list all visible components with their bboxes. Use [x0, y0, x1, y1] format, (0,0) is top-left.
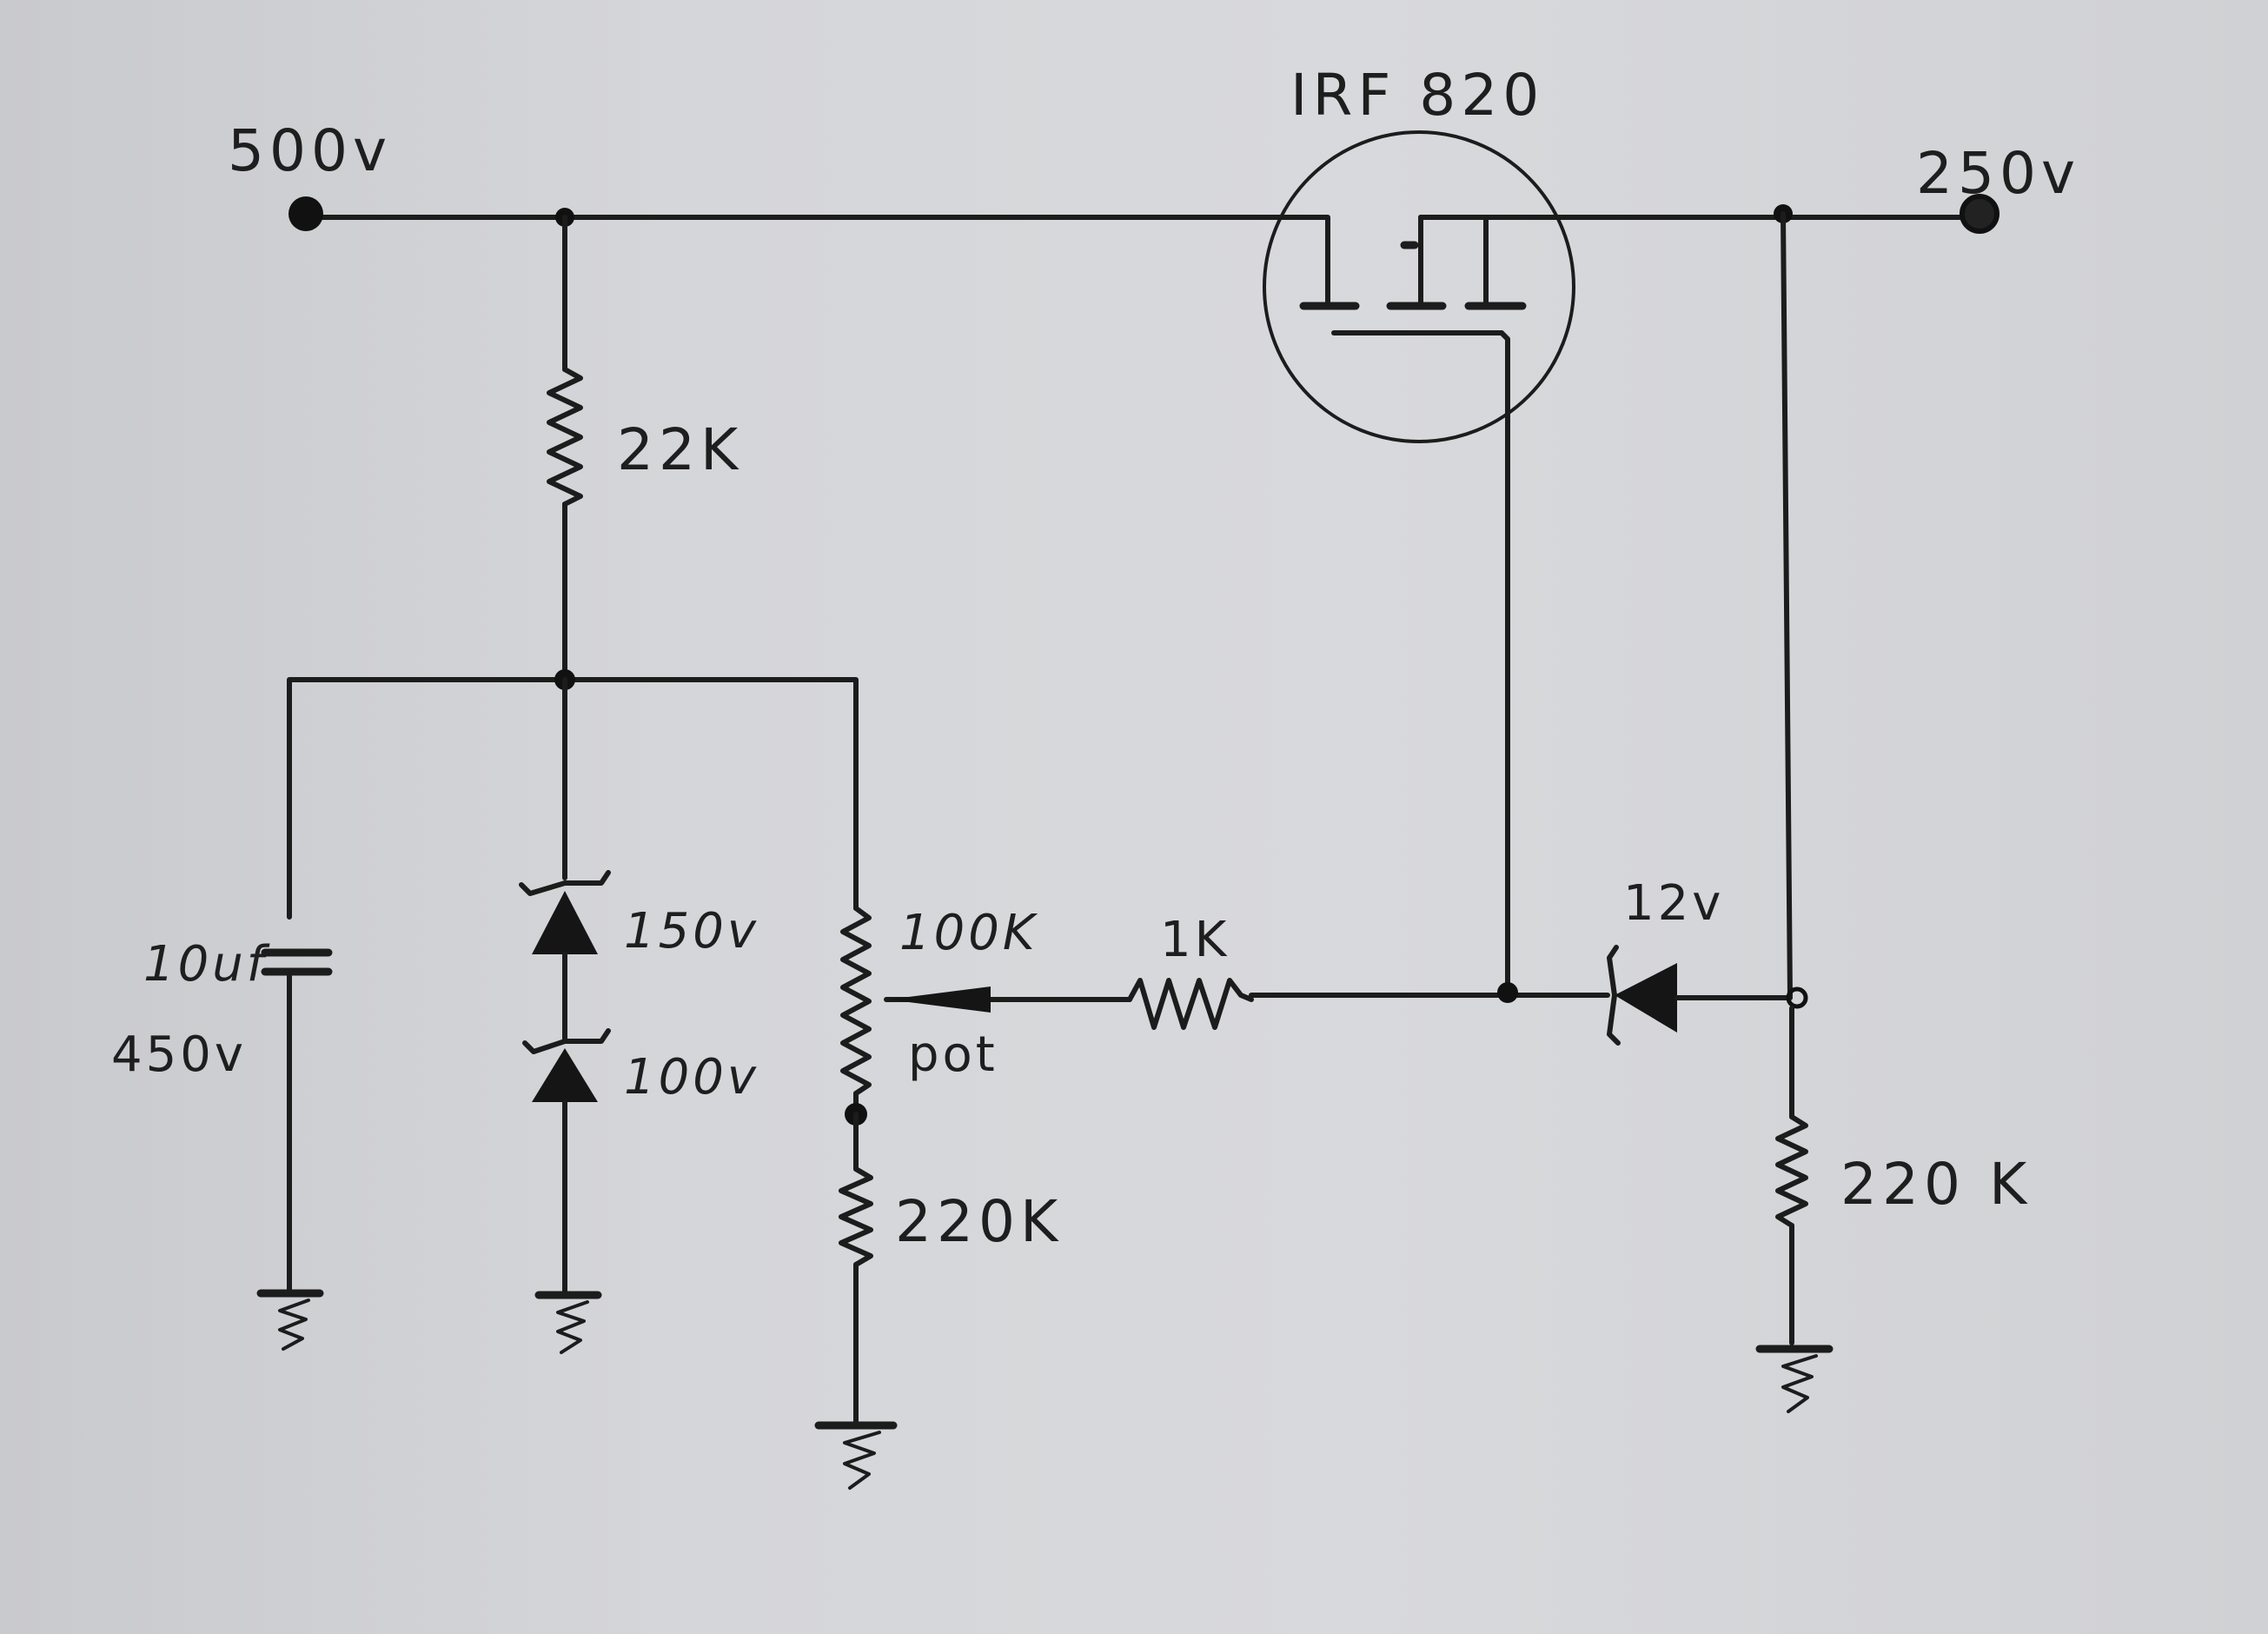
input-terminal-dot	[288, 196, 323, 231]
zener-100v-triangle	[532, 1048, 598, 1102]
zener-150v-label: 150v	[624, 903, 759, 960]
mosfet-body-circle	[1263, 130, 1575, 443]
resistor-220k-output-label: 220 K	[1840, 1151, 2032, 1218]
right-output-column	[1781, 211, 1808, 1119]
junction-right-node	[1786, 986, 1808, 1009]
zener-150v-bar	[519, 870, 611, 896]
zener-100v-bar	[522, 1028, 611, 1054]
potentiometer-100k: 100K pot	[840, 905, 1132, 1115]
resistor-220k-output: 220 K	[1775, 1114, 2032, 1345]
output-voltage-label: 250v	[1916, 140, 2080, 207]
zener-100v: 100v	[522, 1028, 759, 1106]
ground-capacitor	[256, 1289, 324, 1351]
capacitor-value-label: 10uf	[143, 936, 270, 993]
resistor-22k-zigzag	[547, 367, 583, 507]
ground-output	[1755, 1345, 1834, 1413]
input-terminal: 500v	[228, 117, 392, 231]
zener-12v-label: 12v	[1623, 875, 1724, 932]
mid-node-bar	[287, 669, 859, 920]
ground-pot	[814, 1421, 898, 1490]
resistor-220k-pot-label: 220K	[895, 1188, 1063, 1255]
resistor-220k-pot-zigzag	[839, 1166, 873, 1267]
resistor-220k-pot: 220K	[839, 1112, 1063, 1428]
resistor-220k-output-zigzag	[1775, 1114, 1808, 1228]
mosfet-body-lead	[1418, 215, 1489, 309]
pot-wiper-arrow	[888, 986, 991, 1013]
zener-100v-label: 100v	[624, 1049, 759, 1106]
zener-150v-triangle	[532, 891, 598, 954]
zener-12v: 12v	[1607, 875, 1793, 1046]
capacitor-10uf: 10uf 450v	[111, 936, 333, 1293]
mosfet-part-label: IRF 820	[1290, 62, 1544, 129]
output-terminal-dot	[1960, 194, 1999, 234]
mosfet-gate-wire	[1499, 330, 1510, 995]
mosfet-drain-lead	[1318, 215, 1330, 309]
zener-stack: 150v 100v	[519, 677, 759, 1298]
input-voltage-label: 500v	[228, 117, 392, 184]
pot-zigzag	[840, 906, 872, 1096]
resistor-22k-label: 22K	[617, 416, 743, 483]
resistor-1k-label: 1K	[1160, 912, 1230, 968]
junction-gate	[1497, 982, 1518, 1003]
zener-150v: 150v	[519, 870, 759, 960]
ground-zener-stack	[534, 1291, 602, 1354]
mosfet-irf820: IRF 820	[1263, 62, 1575, 995]
resistor-1k: 1K	[1127, 912, 1610, 1030]
capacitor-voltage-label: 450v	[111, 1026, 247, 1083]
pot-value-label: 100K	[899, 905, 1038, 961]
pot-tag-label: pot	[908, 1026, 998, 1083]
resistor-22k: 22K	[547, 215, 743, 681]
output-terminal: 250v	[1916, 140, 2080, 234]
zener-12v-triangle	[1615, 963, 1677, 1033]
resistor-1k-zigzag	[1127, 978, 1254, 1030]
